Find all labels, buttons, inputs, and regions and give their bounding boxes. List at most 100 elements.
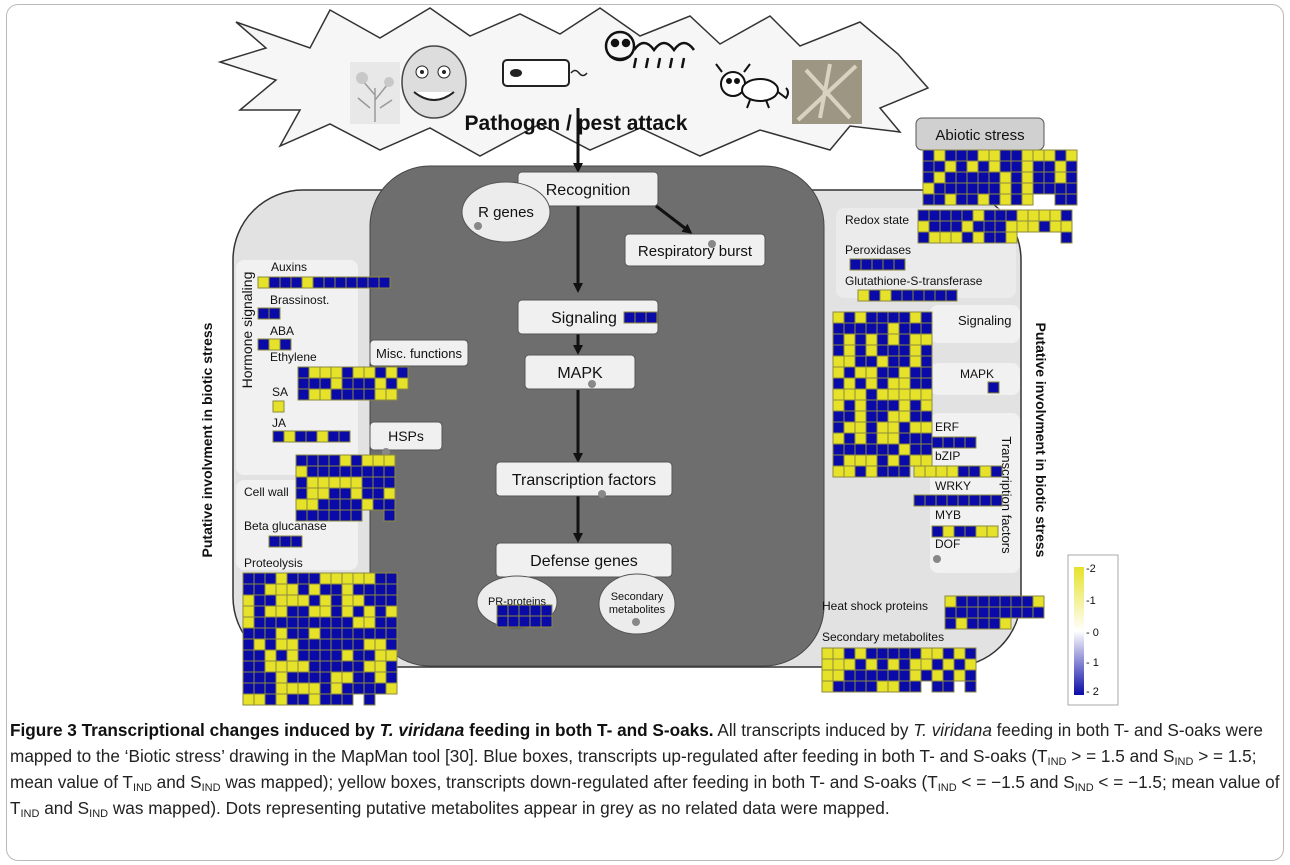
heatmap-cell [876, 669, 889, 682]
heatmap-cell [352, 366, 365, 379]
heatmap-cell [1060, 209, 1073, 222]
heatmap-cell [832, 432, 845, 445]
heatmap-cell [898, 421, 911, 434]
heatmap-cell [317, 498, 330, 511]
heatmap-cell [334, 276, 347, 289]
heatmap-cell [961, 220, 974, 233]
heatmap-cell [983, 220, 996, 233]
heatmap-cell [887, 322, 900, 335]
heatmap-cell [931, 647, 944, 660]
heatmap-cell [865, 454, 878, 467]
heatmap-cell [999, 149, 1012, 162]
heatmap-cell [385, 572, 398, 585]
heatmap-cell [319, 388, 332, 401]
heatmap-cell [887, 669, 900, 682]
heatmap-cell [909, 421, 922, 434]
heatmap-cell [317, 476, 330, 489]
signaling-box: Signaling [517, 299, 659, 335]
heatmap-cell [944, 171, 957, 184]
heatmap-cell [385, 638, 398, 651]
heatmap-cell [385, 660, 398, 673]
heatmap-cell [279, 535, 292, 548]
heatmap-cell [898, 658, 911, 671]
heatmap-cell [518, 604, 531, 617]
heatmap-cell [975, 525, 988, 538]
erf-label: ERF [935, 420, 959, 434]
heatmap-cell [297, 627, 310, 640]
heatmap-cell [832, 647, 845, 660]
heatmap-cell [865, 366, 878, 379]
heatmap-cell [953, 525, 966, 538]
secondary-metabolites-label: Secondary metabolites [822, 630, 944, 644]
pathogen-title: Pathogen / pest attack [465, 112, 688, 135]
heatmap-cell [920, 322, 933, 335]
heatmap-cell [898, 680, 911, 693]
caption-sub: IND [201, 782, 221, 794]
heatmap-cell [286, 638, 299, 651]
heatmap-cell [540, 604, 553, 617]
heatmap-cell [295, 509, 308, 522]
heatmap-cell [961, 231, 974, 244]
heatmap-cell [909, 399, 922, 412]
heatmap-cell [339, 509, 352, 522]
heatmap-cell [496, 615, 509, 628]
hsps-label: HSPs [388, 428, 424, 444]
gst-grid [857, 289, 958, 302]
heatmap-cell [882, 258, 895, 271]
heatmap-cell [944, 182, 957, 195]
heatmap-cell [942, 658, 955, 671]
heatmap-cell [319, 616, 332, 629]
heatmap-cell [922, 160, 935, 173]
heatmap-cell [319, 638, 332, 651]
heatmap-cell [999, 193, 1012, 206]
heatmap-cell [341, 366, 354, 379]
heatmap-cell [286, 605, 299, 618]
heatmap-cell [1021, 606, 1034, 619]
caption-sub: IND [20, 808, 40, 820]
heatmap-cell [295, 476, 308, 489]
heatmap-cell [887, 432, 900, 445]
proteolysis-grid [242, 572, 398, 706]
heatmap-cell [922, 171, 935, 184]
myb-grid [931, 525, 999, 538]
heatmap-cell [378, 276, 391, 289]
heatmap-cell [339, 498, 352, 511]
secondary-metabolites-grid [821, 647, 977, 693]
heatmap-cell [876, 421, 889, 434]
heatmap-cell [328, 476, 341, 489]
heatmap-cell [330, 693, 343, 706]
heatmap-cell [887, 443, 900, 456]
wrky-label: WRKY [935, 479, 971, 493]
heatmap-cell [339, 476, 352, 489]
heatmap-cell [385, 605, 398, 618]
heatmap-cell [286, 572, 299, 585]
heatmap-cell [330, 377, 343, 390]
heatmap-cell [843, 432, 856, 445]
heatmap-cell [279, 276, 292, 289]
heatmap-cell [1032, 182, 1045, 195]
heatmap-cell [290, 535, 303, 548]
heatmap-cell [832, 311, 845, 324]
heatmap-cell [931, 680, 944, 693]
heatmap-cell [319, 605, 332, 618]
heatmap-cell [854, 322, 867, 335]
heatmap-cell [832, 410, 845, 423]
heatmap-cell [865, 333, 878, 346]
heatmap-cell [865, 399, 878, 412]
heatmap-cell [374, 377, 387, 390]
heatmap-cell [887, 388, 900, 401]
heatmap-cell [868, 289, 881, 302]
inner-cell-panel [369, 165, 825, 667]
heatmap-cell [843, 410, 856, 423]
heatmap-cell [242, 572, 255, 585]
heatmap-cell [909, 355, 922, 368]
heatmap-cell [961, 209, 974, 222]
heatmap-cell [306, 465, 319, 478]
heatmap-cell [942, 436, 955, 449]
heatmap-cell [242, 649, 255, 662]
heatmap-cell [275, 660, 288, 673]
heatmap-cell [917, 220, 930, 233]
heatmap-cell [854, 366, 867, 379]
cellwall-label: Cell wall [244, 485, 289, 499]
heatmap-cell [242, 682, 255, 695]
